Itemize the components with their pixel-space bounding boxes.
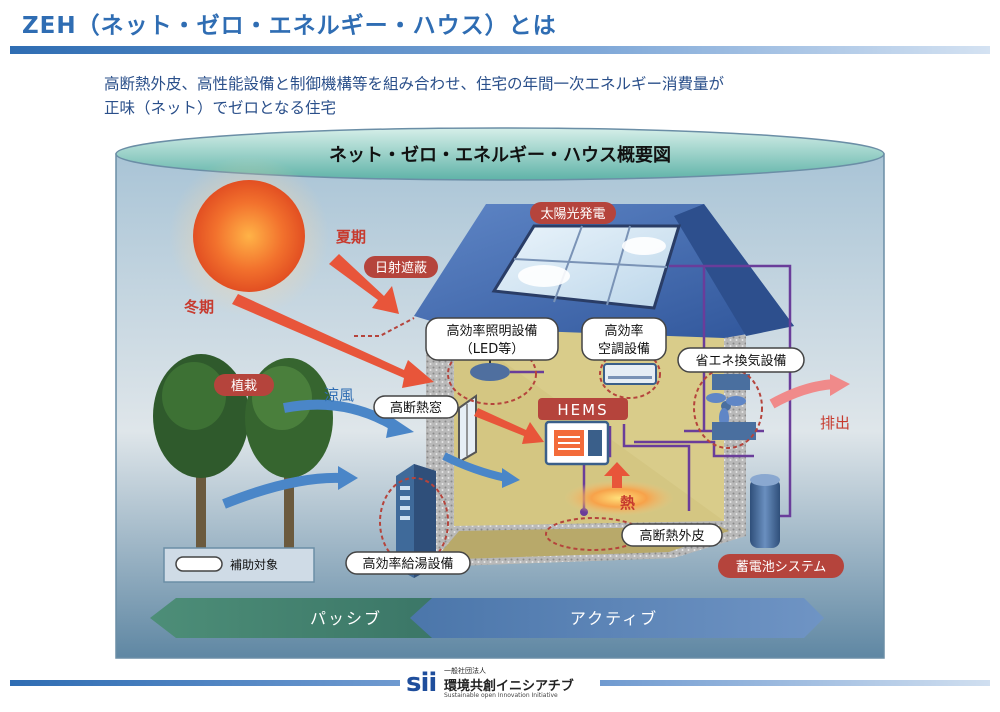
title-divider xyxy=(10,46,990,54)
passive-arrow xyxy=(150,598,450,638)
window-label: 高断熱窓 xyxy=(390,400,442,416)
winter-sun-arrow xyxy=(232,294,434,388)
lighting-label-2: （LED等） xyxy=(460,341,524,357)
description-line-2: 正味（ネット）でゼロとなる住宅 xyxy=(104,99,337,117)
active-arrow xyxy=(410,598,824,638)
window-heat-arrow xyxy=(474,408,544,444)
air-conditioner-icon xyxy=(603,363,657,385)
summer-label: 夏期 xyxy=(335,228,366,246)
heat-label: 熱 xyxy=(620,494,635,512)
shading-label-box xyxy=(364,256,438,278)
solar-panel-icon xyxy=(491,224,682,310)
diagram-title: ネット・ゼロ・エネルギー・ハウス概要図 xyxy=(329,144,671,166)
ac-label-1: 高効率 xyxy=(604,323,643,339)
breeze-arrow-top xyxy=(283,399,414,438)
solar-label-box xyxy=(530,202,616,224)
legend-label: 補助対象 xyxy=(230,558,278,572)
ventilation-label-box xyxy=(677,347,805,373)
active-label: アクティブ xyxy=(570,609,658,628)
legend-swatch xyxy=(175,556,223,572)
lighting-label-box xyxy=(425,317,559,361)
ventilation-label: 省エネ換気設備 xyxy=(695,353,786,369)
hems-label-box xyxy=(538,398,628,420)
floor-heat-glow xyxy=(564,480,674,516)
ac-label-2: 空調設備 xyxy=(598,341,650,357)
exhaust-label: 排出 xyxy=(820,414,850,432)
footer-rule-left xyxy=(10,680,400,686)
hems-label: HEMS xyxy=(557,401,608,419)
passive-label: パッシブ xyxy=(310,609,382,628)
description-line-1: 高断熱外皮、高性能設備と制御機構等を組み合わせ、住宅の年間一次エネルギー消費量が xyxy=(104,75,725,93)
window-icon xyxy=(458,394,477,464)
solar-label: 太陽光発電 xyxy=(540,207,605,222)
org-name: 環境共創イニシアチブ xyxy=(444,679,574,694)
page-title: ZEH（ネット・ゼロ・エネルギー・ハウス）とは xyxy=(22,13,557,39)
envelope-label: 高断熱外皮 xyxy=(639,528,704,544)
window-label-box xyxy=(373,395,459,419)
battery-icon xyxy=(750,474,780,548)
footer-rule-right xyxy=(600,680,990,686)
heat-arrow xyxy=(604,462,630,488)
envelope-label-box xyxy=(621,523,723,547)
org-english: Sustainable open Innovation Initiative xyxy=(444,692,558,699)
org-type: 一般社団法人 xyxy=(444,667,486,675)
battery-label-box xyxy=(718,554,844,578)
sii-logo-mark: sii xyxy=(406,668,437,698)
breeze-arrow-bottom xyxy=(222,466,358,509)
shading-label: 日射遮蔽 xyxy=(375,260,427,276)
breeze-label: 涼風 xyxy=(324,386,354,404)
water-heater-label: 高効率給湯設備 xyxy=(362,556,453,572)
sun-icon xyxy=(169,156,329,316)
fan-icon xyxy=(706,374,756,440)
water-heater-label-box xyxy=(345,551,471,575)
exhaust-arrow xyxy=(769,374,850,409)
summer-sun-arrow xyxy=(329,254,399,314)
planting-label-box xyxy=(214,374,274,396)
zeh-diagram: ネット・ゼロ・エネルギー・ハウス概要図 xyxy=(115,127,885,659)
interior-breeze-arrow xyxy=(442,452,520,488)
water-heater-icon xyxy=(396,464,436,578)
sii-logo: sii 一般社団法人 環境共創イニシアチブ Sustainable open I… xyxy=(406,666,596,702)
winter-label: 冬期 xyxy=(184,298,214,316)
planting-label: 植栽 xyxy=(231,378,257,394)
ac-label-box xyxy=(581,317,667,361)
diagram-title-ellipse xyxy=(115,127,885,181)
lighting-label-1: 高効率照明設備 xyxy=(446,323,537,339)
hems-panel-icon xyxy=(544,420,610,466)
battery-label: 蓄電池システム xyxy=(736,560,827,575)
